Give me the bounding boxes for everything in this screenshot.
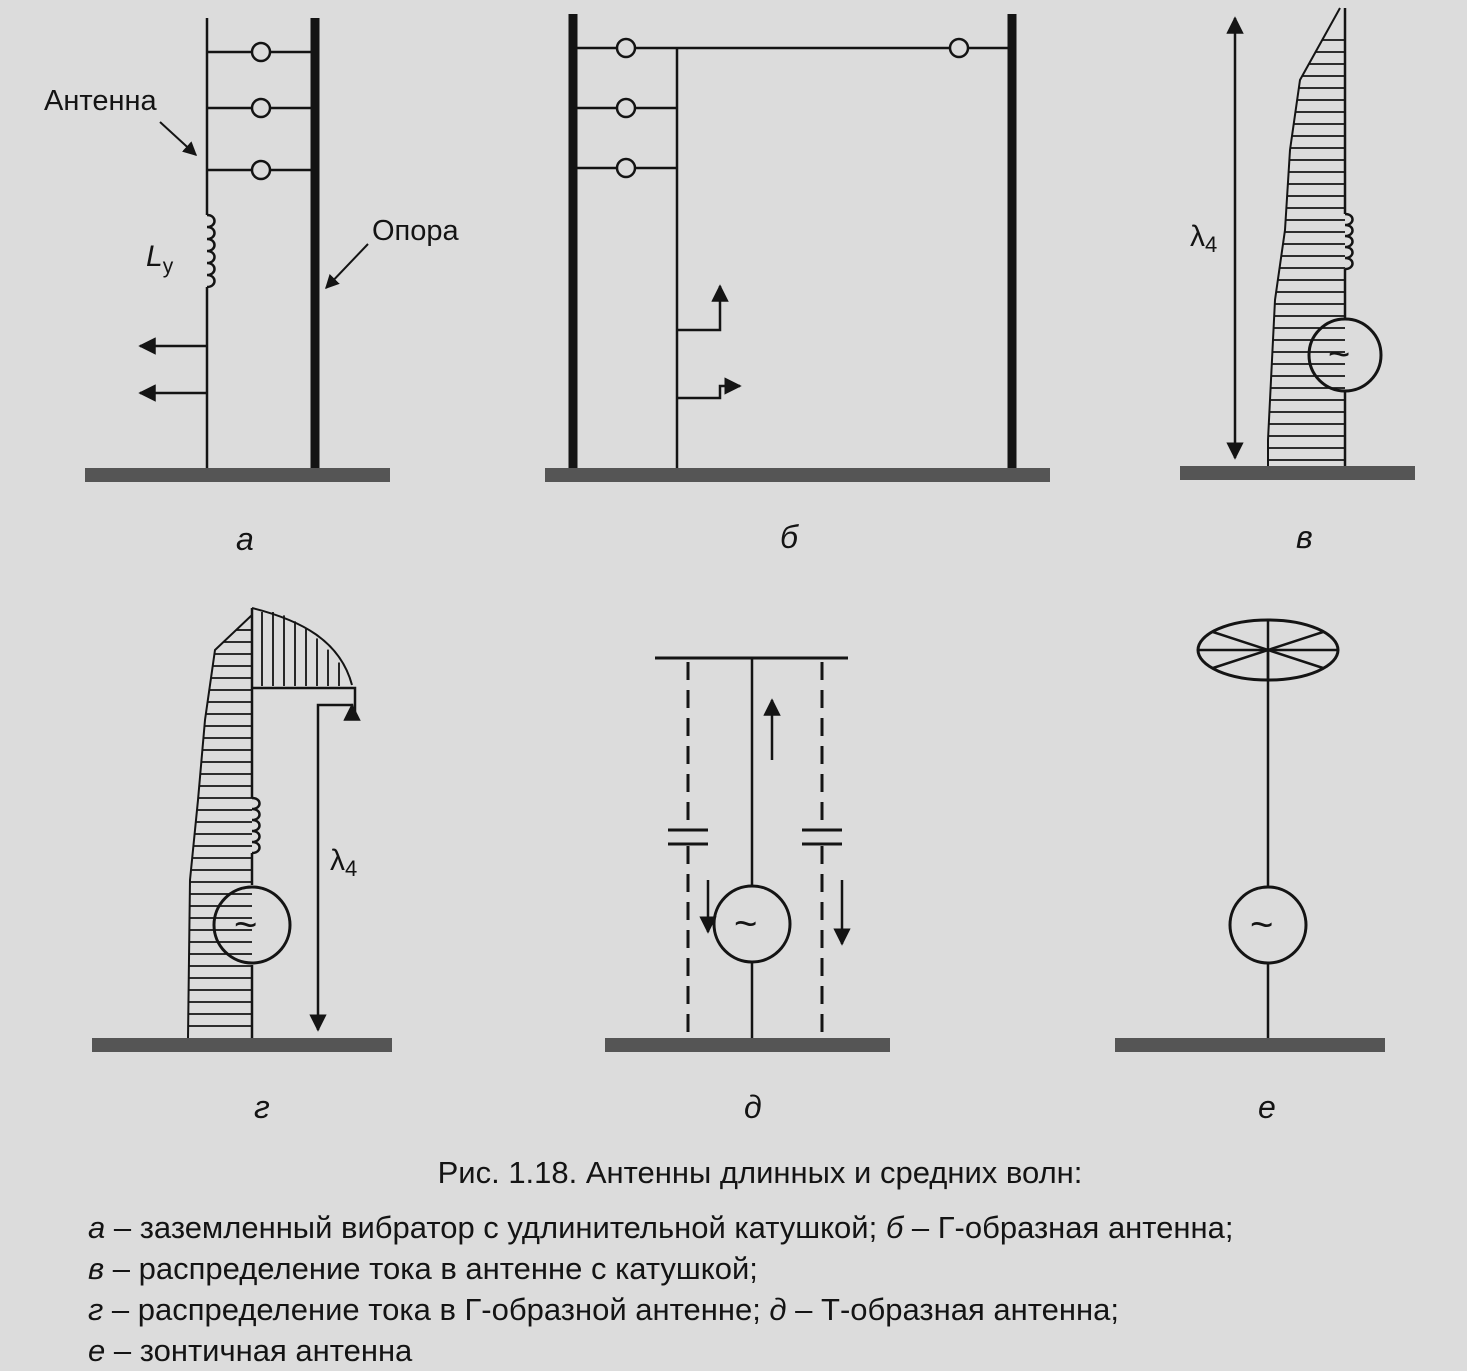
caption-title: Рис. 1.18. Антенны длинных и средних вол… <box>437 1155 1083 1190</box>
current-envelope-v <box>1267 7 1341 466</box>
caption-part-v: в – распределение тока в антенне с катуш… <box>88 1251 758 1286</box>
panel-label-b: б <box>780 519 799 555</box>
caption-part-b: б – Г-образная антенна; <box>885 1210 1234 1245</box>
antenna-g-horizontal <box>252 686 357 718</box>
current-envelope-g <box>187 614 253 1039</box>
panel-g <box>92 607 392 1052</box>
panel-label-d: д <box>744 1089 762 1125</box>
coil-v <box>1344 212 1354 271</box>
generator-symbol-e: ~ <box>1250 903 1273 947</box>
insulator-a1 <box>250 41 272 63</box>
support-pointer <box>325 243 369 290</box>
current-arrow-b2 <box>677 377 742 400</box>
lambda-label-v: λ4 <box>1190 220 1217 257</box>
panel-d <box>605 656 890 1052</box>
label-support: Опора <box>372 215 460 247</box>
panel-e <box>1115 618 1385 1052</box>
current-envelope-g-top <box>251 607 353 686</box>
current-arrow-b1 <box>677 284 729 332</box>
panel-a <box>85 18 390 482</box>
generator-symbol-v: ~ <box>1328 334 1350 376</box>
generator-symbol-g: ~ <box>234 903 257 947</box>
panel-label-e: е <box>1258 1089 1276 1125</box>
generator-symbol-d: ~ <box>734 902 757 946</box>
current-hatching-g <box>188 629 252 1027</box>
coil-g <box>251 796 261 855</box>
caption-description: а – заземленный вибратор с удлинительной… <box>60 1207 1420 1371</box>
panel-b <box>545 14 1050 482</box>
lambda-label-g: λ4 <box>330 844 357 881</box>
label-coil-a: Lу <box>146 240 174 278</box>
ground-a <box>85 468 390 482</box>
label-antenna: Антенна <box>44 85 157 117</box>
ground-e <box>1115 1038 1385 1052</box>
caption-part-g: г – распределение тока в Г-образной анте… <box>88 1292 770 1327</box>
current-hatching-v <box>1268 39 1345 461</box>
ground-b <box>545 468 1050 482</box>
antenna-figure: Антенна Опора Lу а б λ4 ~ в <box>44 7 1415 1125</box>
ground-g <box>92 1038 392 1052</box>
insulator-a2 <box>250 97 272 119</box>
insulator-b1 <box>615 37 637 59</box>
insulator-b2 <box>615 97 637 119</box>
figure-caption: Рис. 1.18. Антенны длинных и средних вол… <box>60 1152 1420 1371</box>
insulator-b3 <box>615 157 637 179</box>
ground-d <box>605 1038 890 1052</box>
panel-v <box>1180 7 1415 480</box>
current-hatching-g-top <box>261 612 340 686</box>
panel-label-g: г <box>254 1089 270 1125</box>
caption-part-d: д – Т-образная антенна; <box>769 1292 1119 1327</box>
panel-label-v: в <box>1296 519 1313 555</box>
insulator-b-right <box>948 37 970 59</box>
caption-part-a: а – заземленный вибратор с удлинительной… <box>88 1210 886 1245</box>
caption-part-e: е – зонтичная антенна <box>88 1333 413 1368</box>
panel-label-a: а <box>236 521 254 557</box>
coil-a <box>206 213 216 289</box>
ground-v <box>1180 466 1415 480</box>
generator-e <box>1228 885 1308 965</box>
insulator-a3 <box>250 159 272 181</box>
generator-v <box>1307 317 1383 393</box>
antenna-pointer <box>159 121 198 156</box>
